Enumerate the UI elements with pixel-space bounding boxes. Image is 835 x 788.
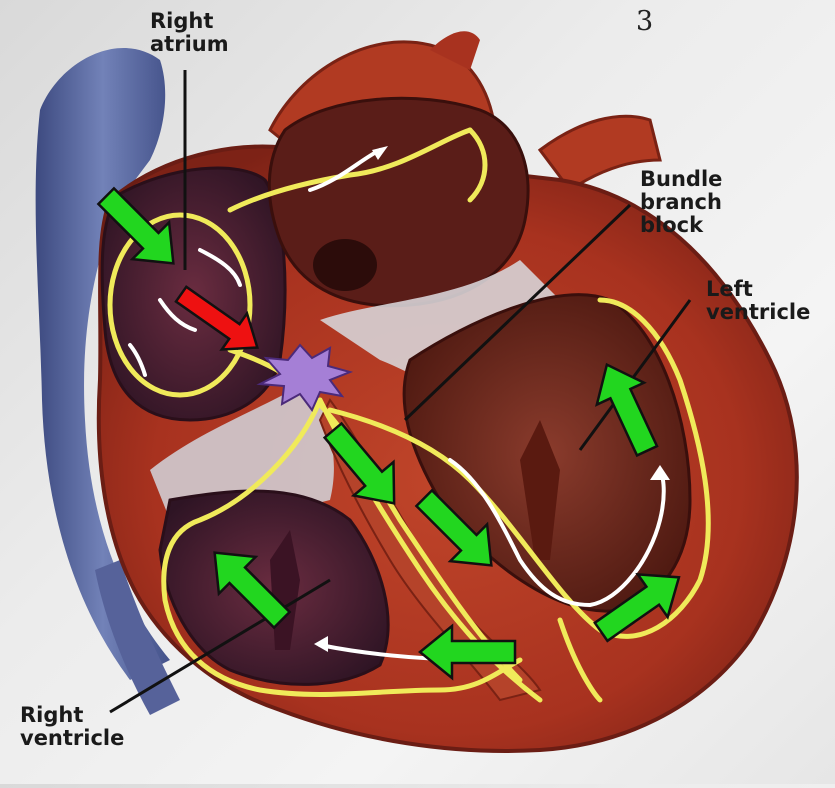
label-left-ventricle: Left ventricle bbox=[706, 278, 810, 324]
atrium-opening bbox=[313, 239, 377, 291]
slide-number: 3 bbox=[636, 6, 653, 37]
label-right-ventricle: Right ventricle bbox=[20, 704, 124, 750]
left-atrium-chamber bbox=[269, 98, 528, 305]
label-bundle-branch-block: Bundle branch block bbox=[640, 168, 722, 237]
label-right-atrium: Right atrium bbox=[150, 10, 229, 56]
